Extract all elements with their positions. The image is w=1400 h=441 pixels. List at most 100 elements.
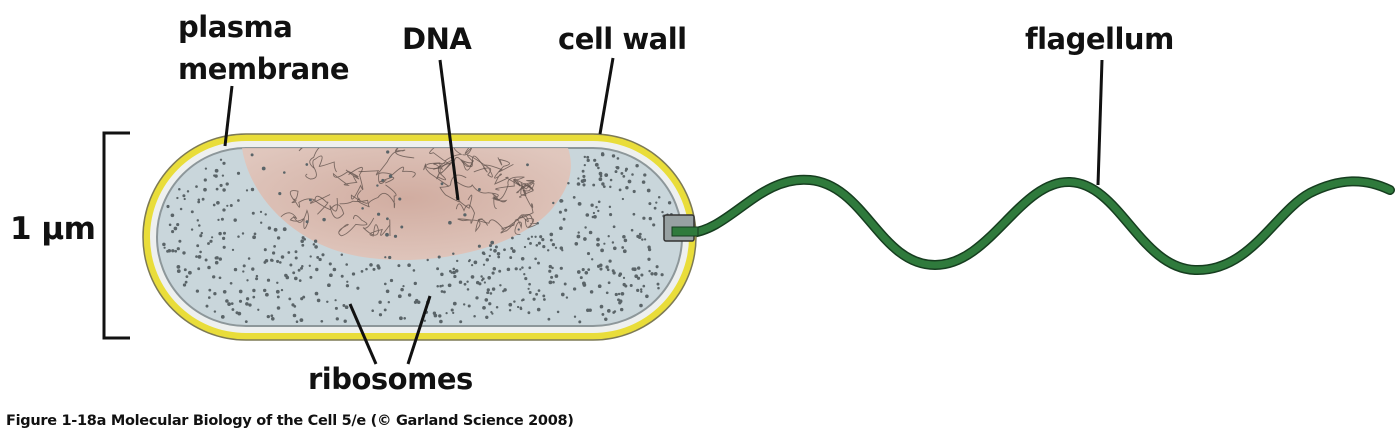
dna-strand <box>378 166 416 184</box>
ribosome-dot <box>176 269 181 273</box>
ribosome-dot <box>631 267 635 271</box>
ribosome-dot <box>176 247 180 251</box>
ribosome-dot <box>292 271 296 275</box>
ribosome-dot <box>162 242 166 247</box>
ribosome-dot <box>588 230 593 235</box>
dna-label: DNA <box>402 22 472 56</box>
dna-leader <box>438 59 460 201</box>
ribosome-dot <box>580 179 585 183</box>
ribosome-dot <box>519 307 523 311</box>
ribosome-dot <box>582 183 586 187</box>
ribosome-dot <box>470 263 474 267</box>
ribosome-dot <box>276 306 281 310</box>
ribosome-dot <box>617 298 620 302</box>
ribosome-dot <box>185 275 189 278</box>
ribosome-dot <box>197 198 201 201</box>
ribosome-dot <box>482 305 486 310</box>
ribosome-dot <box>376 184 379 187</box>
ribosome-dot <box>606 268 610 272</box>
ribosome-dot <box>248 303 252 307</box>
ribosome-dot <box>171 230 175 234</box>
ribosome-dot <box>491 271 495 275</box>
ribosome-dot <box>629 283 633 288</box>
ribosome-dot <box>292 313 297 318</box>
ribosome-dot <box>597 209 600 213</box>
ribosome-dot <box>536 221 539 225</box>
ribosome-dot <box>190 228 194 231</box>
dna-strand <box>314 195 345 219</box>
ribosome-dot <box>630 228 634 232</box>
cell-wall-leader <box>598 57 615 135</box>
figure-caption: Figure 1-18a Molecular Biology of the Ce… <box>6 413 574 429</box>
dna-strand <box>455 203 489 233</box>
ribosome-dot <box>499 284 502 287</box>
ribosome-dot <box>176 265 181 269</box>
ribosome-dot <box>255 274 259 278</box>
ribosome-dot <box>492 266 497 271</box>
ribosome-dot <box>636 234 640 238</box>
dna-strand <box>444 148 481 162</box>
ribosome-dot <box>176 196 179 200</box>
ribosome-dot <box>340 253 344 257</box>
ribosome-dot <box>316 298 321 303</box>
dna-strand <box>305 155 337 180</box>
ribosome-dot <box>609 185 612 189</box>
ribosome-dot <box>384 256 387 259</box>
ribosome-dot <box>579 276 583 280</box>
ribosome-dot <box>213 310 217 313</box>
ribosome-dot <box>656 282 660 286</box>
ribosome-dot <box>221 174 225 177</box>
ribosome-dot <box>657 286 660 290</box>
ribosome-dot <box>445 311 448 315</box>
ribosome-dot <box>605 265 609 269</box>
ribosome-dot <box>594 162 599 167</box>
ribosome-dot <box>199 250 202 254</box>
ribosome-dot <box>184 280 188 284</box>
ribosome-dot <box>423 319 427 323</box>
ribosome-dot <box>648 269 651 273</box>
ribosome-dot <box>371 309 374 312</box>
ribosome-dot <box>212 275 216 279</box>
ribosome-dot <box>195 289 200 293</box>
ribosome-dot <box>635 163 639 168</box>
ribosome-dot <box>486 288 490 292</box>
ribosome-dot <box>393 234 398 238</box>
ribosome-dot <box>209 239 213 243</box>
ribosome-dot <box>459 320 463 324</box>
dna-strand <box>477 218 522 236</box>
ribosome-dot <box>267 226 272 230</box>
ribosome-dot <box>489 292 493 295</box>
ribosome-dot <box>622 276 626 279</box>
ribosome-dot <box>441 284 444 287</box>
ribosome-dot <box>642 284 646 288</box>
ribosome-dot <box>197 267 201 271</box>
ribosome-dot <box>643 238 647 241</box>
ribosome-dot <box>523 245 527 249</box>
ribosome-dot <box>334 299 337 302</box>
ribosome-dot <box>345 284 350 288</box>
ribosome-dot <box>503 288 507 292</box>
ribosome-dot <box>448 269 452 273</box>
ribosome-dot <box>607 281 611 285</box>
ribosome-dot <box>556 310 560 314</box>
ribosome-dot <box>276 259 280 263</box>
ribosome-dot <box>567 181 570 185</box>
ribosome-dot <box>593 214 597 219</box>
dna-strand <box>493 176 535 210</box>
ribosome-dot <box>166 249 170 253</box>
scale-label: 1 μm <box>10 211 96 247</box>
ribosome-dot <box>467 304 471 308</box>
ribosome-dot <box>369 263 373 267</box>
ribosome-dot <box>340 274 344 278</box>
ribosome-dot <box>514 267 518 271</box>
ribosome-dot <box>480 275 483 278</box>
ribosome-dot <box>581 268 585 272</box>
ribosome-dot <box>645 294 649 299</box>
ribosome-dot <box>481 251 486 255</box>
ribosome-dot <box>199 234 203 238</box>
ribosome-dot <box>400 287 404 292</box>
ribosome-dot <box>222 208 226 212</box>
ribosome-dot <box>321 253 325 257</box>
ribosome-dot <box>436 267 440 271</box>
ribosome-dot <box>264 213 267 216</box>
